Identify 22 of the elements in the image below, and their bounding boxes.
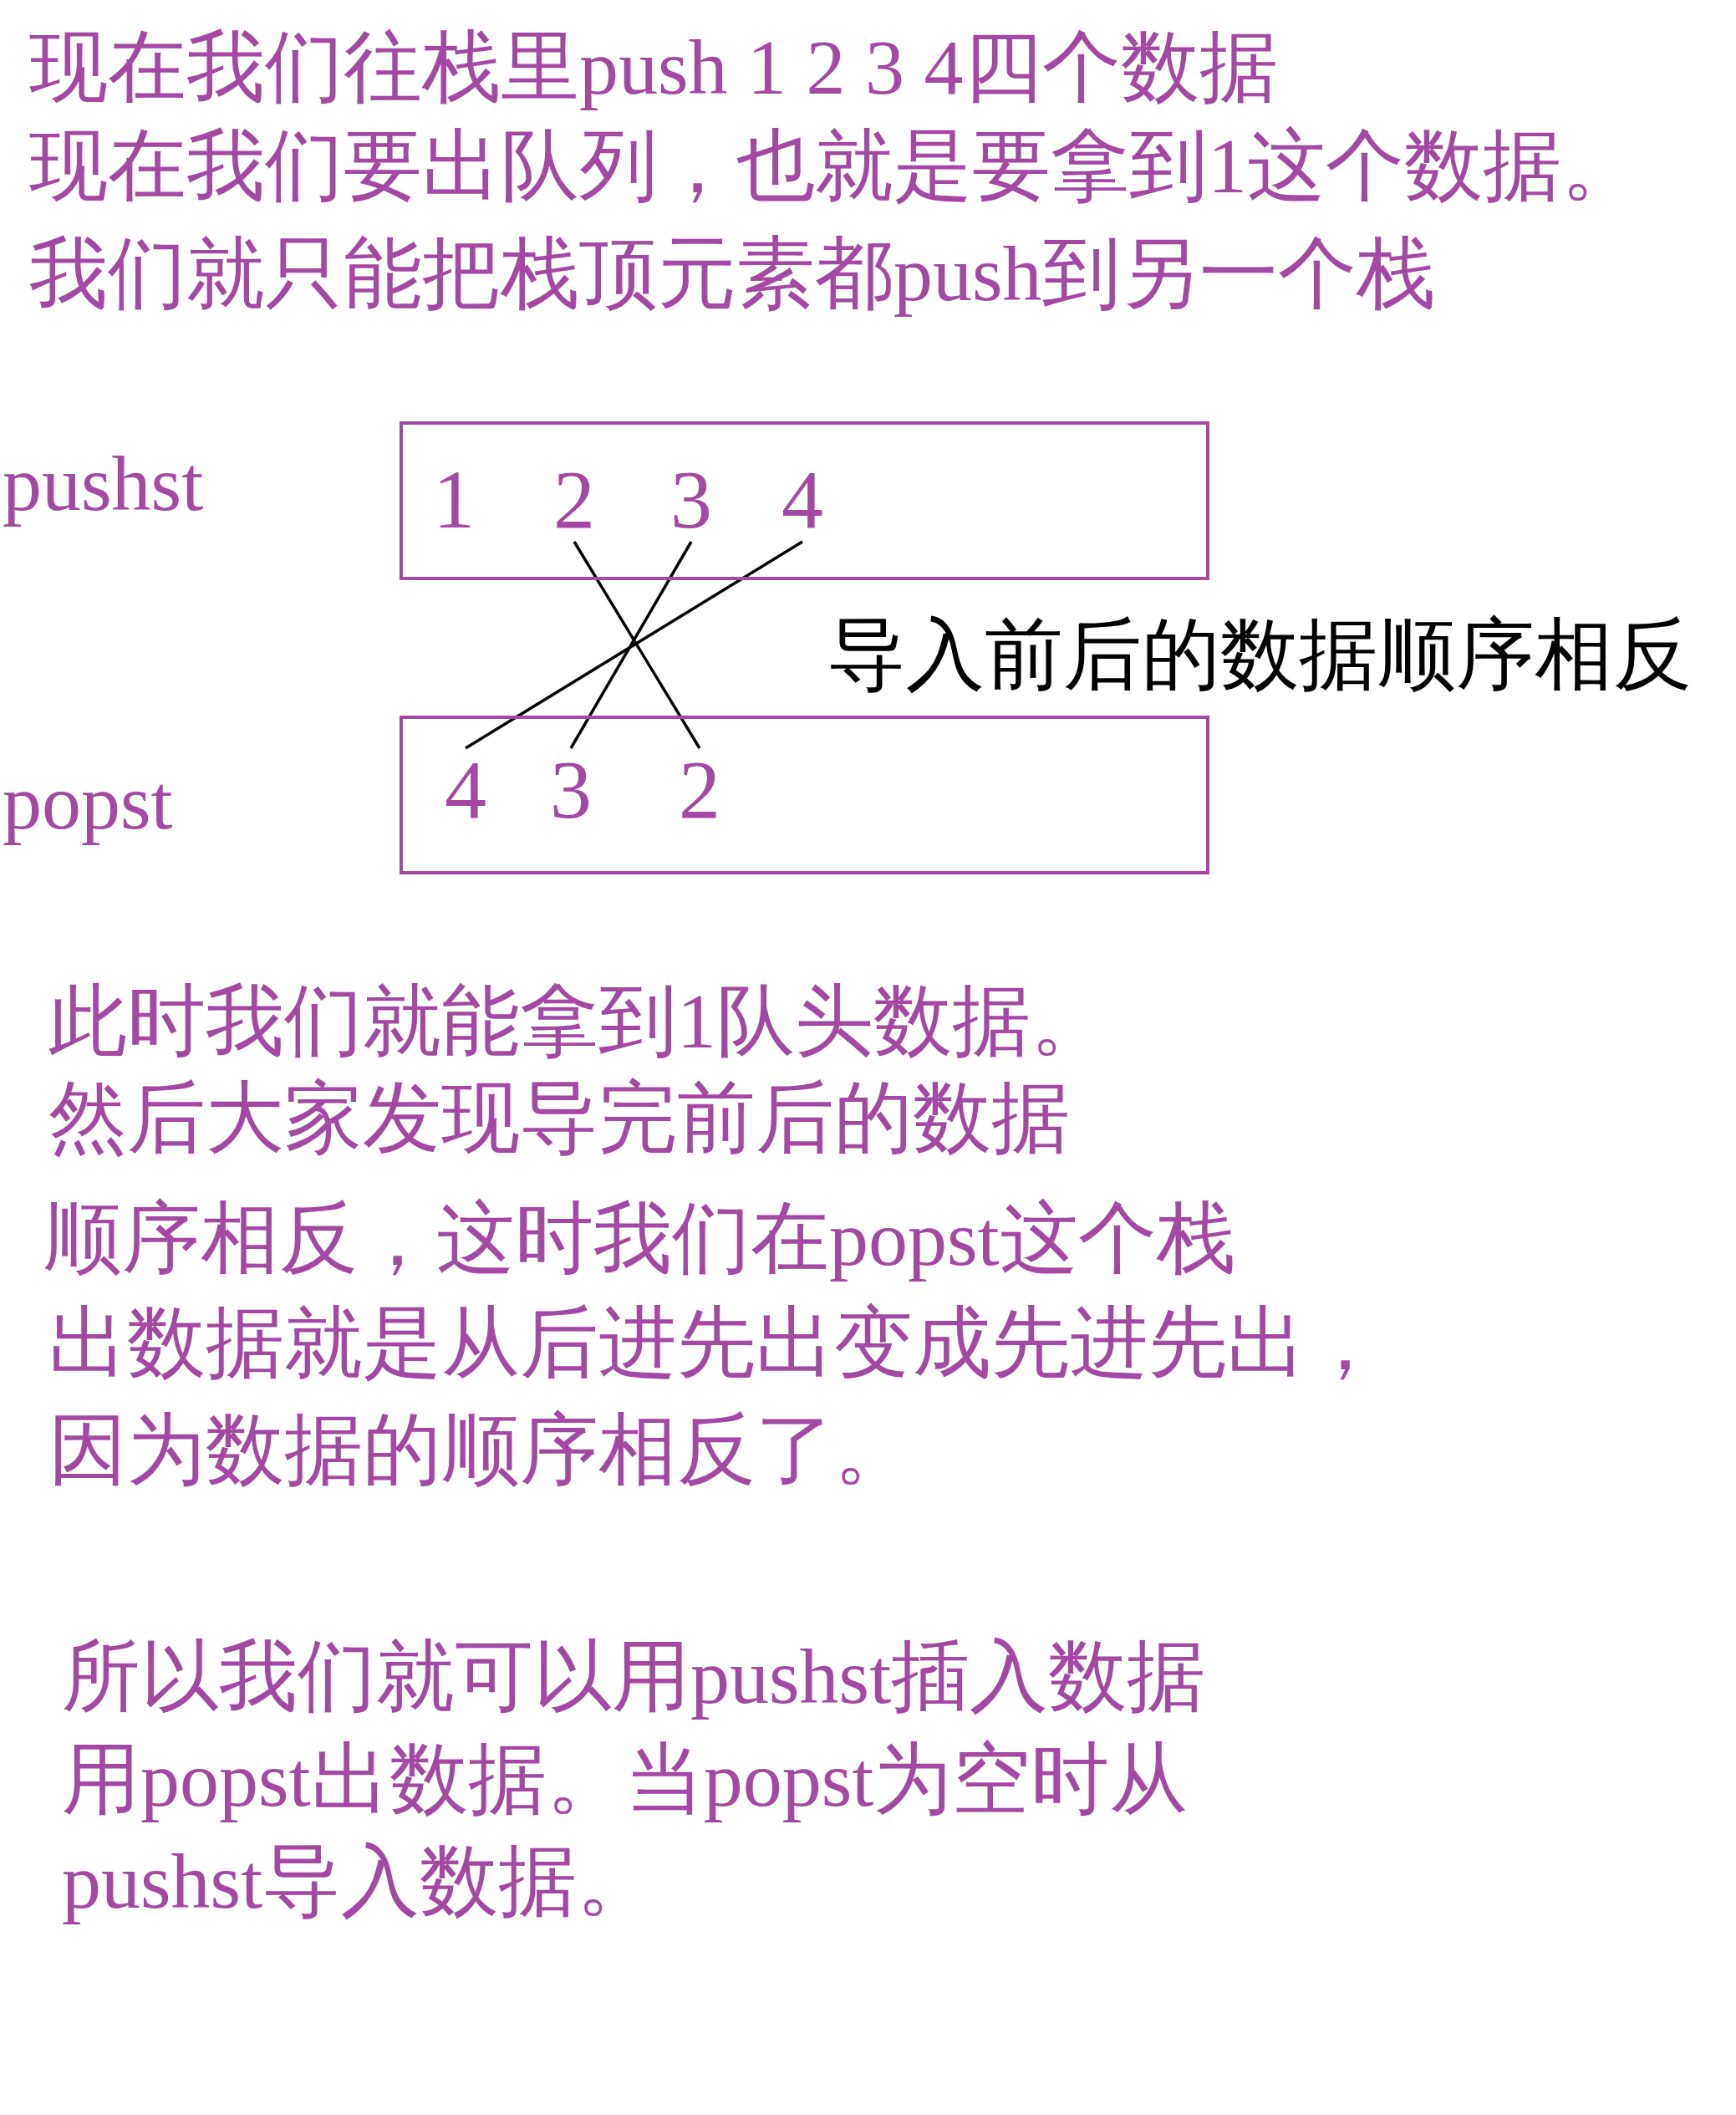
- explanation-text: 用popst出数据。当popst为空时从: [62, 1735, 1189, 1824]
- explanation-text: 顺序相反，这时我们在popst这个栈: [43, 1194, 1235, 1283]
- stack-value: 1: [425, 458, 483, 542]
- stack-value: 3: [662, 458, 720, 542]
- explanation-text: 然后大家发现导完前后的数据: [48, 1073, 1070, 1163]
- explanation-text: pushst导入数据。: [62, 1837, 656, 1926]
- stack-label: pushst: [3, 439, 204, 528]
- stack-value: 2: [670, 748, 729, 832]
- connector-line: [465, 540, 803, 750]
- explanation-text: 所以我们就可以用pushst插入数据: [62, 1632, 1206, 1721]
- stack-value: 4: [436, 748, 495, 832]
- explanation-text: 出数据就是从后进先出变成先进先出，: [48, 1298, 1384, 1388]
- stack-value: 2: [545, 458, 603, 542]
- stack-value: 3: [542, 748, 600, 832]
- stack-value: 4: [773, 458, 832, 542]
- explanation-text: 现在我们要出队列，也就是要拿到1这个数据。: [29, 121, 1640, 211]
- explanation-text: 此时我们就能拿到1队头数据。: [48, 976, 1109, 1066]
- explanation-text: 我们就只能把栈顶元素都push到另一个栈: [29, 229, 1435, 319]
- explanation-text: 现在我们往栈里push 1 2 3 4四个数据: [29, 23, 1278, 112]
- annotation-text: 导入前后的数据顺序相反: [827, 610, 1692, 700]
- explanation-text: 因为数据的顺序相反了。: [48, 1405, 913, 1495]
- stack-label: popst: [3, 757, 173, 847]
